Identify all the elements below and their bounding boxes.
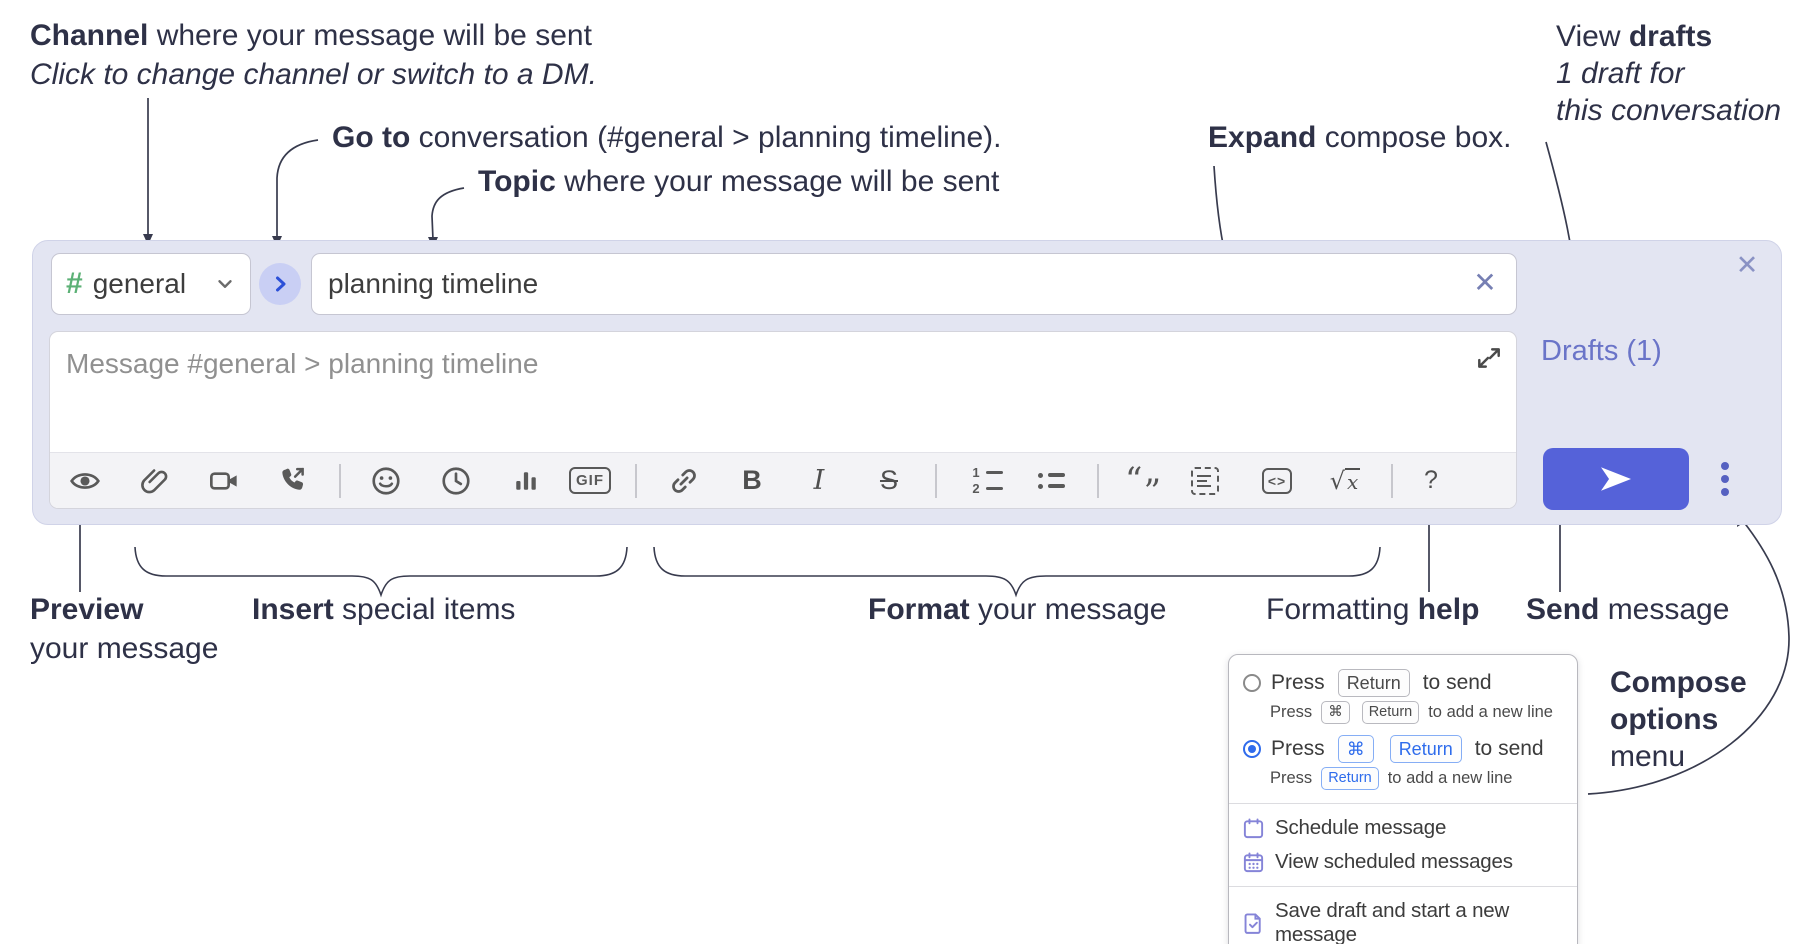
video-camera-icon[interactable] (202, 459, 246, 503)
close-compose-icon[interactable]: ✕ (1727, 245, 1767, 285)
compose-toolbar: GIF B I S 1 2 (50, 452, 1516, 508)
send-button[interactable] (1543, 448, 1689, 510)
math-icon[interactable]: √x (1323, 459, 1367, 503)
emoji-icon[interactable] (364, 459, 408, 503)
key-return: Return (1361, 701, 1420, 724)
annotation-topic: Topic where your message will be sent (478, 165, 1000, 198)
menu-item-view-scheduled-messages[interactable]: View scheduled messages (1229, 845, 1577, 879)
key-return: Return (1321, 767, 1379, 790)
drafts-link[interactable]: Drafts (1) (1541, 335, 1662, 367)
channel-name: general (92, 268, 187, 299)
clear-topic-icon[interactable]: ✕ (1465, 263, 1505, 303)
link-icon[interactable] (662, 459, 706, 503)
clock-icon[interactable] (434, 459, 478, 503)
annotation-compose-options: Compose options menu (1610, 666, 1747, 773)
annotation-insert: Insert special items (252, 593, 516, 626)
annotation-format: Format your message (868, 593, 1167, 626)
send-paper-plane-icon (1601, 467, 1631, 491)
radio-unselected[interactable] (1243, 674, 1261, 692)
compose-box: # general ✕ ✕ (32, 240, 1782, 525)
bold-icon[interactable]: B (730, 459, 774, 503)
italic-icon[interactable]: I (797, 459, 841, 503)
poll-icon[interactable] (504, 459, 548, 503)
menu-item-schedule-message[interactable]: Schedule message (1229, 811, 1577, 845)
chevron-right-icon (276, 276, 286, 292)
spoiler-icon[interactable] (1183, 459, 1227, 503)
toolbar-divider (1391, 463, 1393, 498)
channel-selector[interactable]: # general (51, 253, 251, 315)
phone-call-icon[interactable] (270, 459, 314, 503)
bulleted-list-icon[interactable] (1029, 459, 1073, 503)
annotation-goto: Go to conversation (#general > planning … (332, 121, 1002, 154)
annotation-preview: Preview your message (30, 593, 219, 665)
message-box: GIF B I S 1 2 (49, 331, 1517, 509)
numbered-list-icon[interactable]: 1 2 (965, 459, 1009, 503)
gif-icon[interactable]: GIF (568, 459, 612, 503)
quote-icon[interactable]: “” (1120, 459, 1164, 509)
popup-divider (1229, 886, 1577, 887)
calendar-icon (1243, 817, 1264, 838)
annotation-channel: Channel where your message will be sent … (30, 19, 597, 91)
paperclip-icon[interactable] (132, 459, 176, 503)
radio-selected[interactable] (1243, 740, 1261, 758)
message-input[interactable] (50, 332, 1516, 452)
preview-eye-icon[interactable] (63, 459, 107, 503)
topic-input-wrap: ✕ (311, 253, 1517, 315)
code-icon[interactable]: <> (1255, 459, 1299, 503)
save-draft-icon (1244, 912, 1261, 934)
menu-item-save-draft[interactable]: Save draft and start a new message (1229, 894, 1577, 944)
topic-input[interactable] (311, 253, 1517, 315)
annotation-expand: Expand compose box. (1208, 121, 1512, 154)
toolbar-divider (935, 463, 937, 498)
expand-compose-icon[interactable] (1472, 342, 1506, 376)
chevron-down-icon (218, 280, 232, 288)
annotation-send: Send message (1526, 593, 1730, 626)
key-cmd: ⌘ (1321, 701, 1350, 724)
key-cmd: ⌘ (1337, 735, 1374, 763)
popup-divider (1229, 803, 1577, 804)
toolbar-divider (339, 463, 341, 498)
annotation-formatting-help: Formatting help (1266, 593, 1480, 626)
go-to-conversation-button[interactable] (259, 263, 301, 305)
help-icon[interactable]: ? (1409, 459, 1453, 503)
hash-icon: # (66, 267, 83, 300)
key-return: Return (1389, 735, 1462, 763)
toolbar-divider (1097, 463, 1099, 498)
annotation-view-drafts: View drafts 1 draft for this conversatio… (1556, 20, 1782, 127)
compose-options-ellipsis-icon[interactable] (1705, 451, 1745, 507)
calendar-grid-icon (1243, 851, 1264, 872)
toolbar-divider (635, 463, 637, 498)
strikethrough-icon[interactable]: S (867, 459, 911, 503)
key-return: Return (1337, 669, 1410, 697)
